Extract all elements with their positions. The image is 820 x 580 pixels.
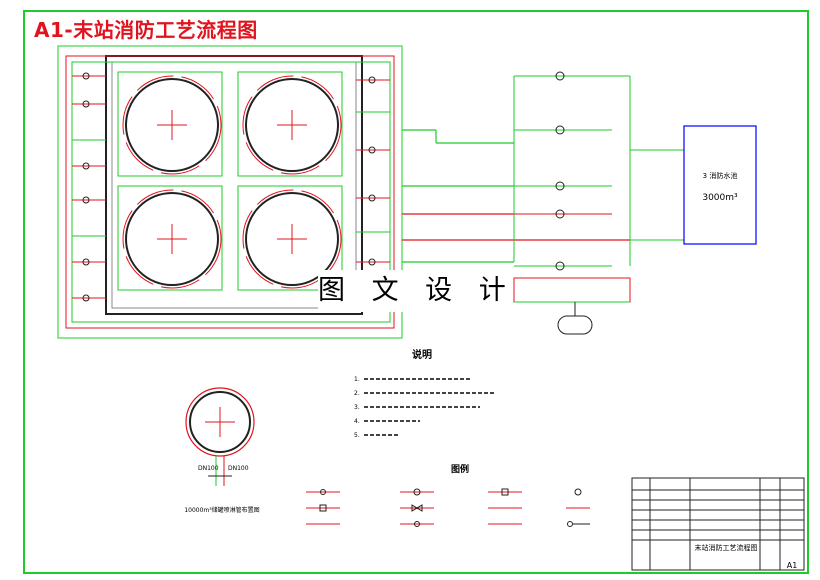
note-item-2: 2. (354, 390, 360, 397)
drawing-name: 末站消防工艺流程图 (695, 543, 758, 552)
storage-tank-3 (117, 185, 223, 291)
sprinkler-detail (185, 387, 255, 486)
note-item-3: 3. (354, 404, 360, 411)
detail-caption: 10000m³储罐喷淋管布置图 (184, 506, 259, 514)
note-item-5: 5. (354, 432, 360, 439)
pump-group (513, 71, 684, 271)
main-headers (402, 129, 630, 263)
note-item-1: 1. (354, 376, 360, 383)
storage-tank-4 (237, 185, 343, 291)
storage-tank-2 (237, 71, 343, 177)
fire-water-pool-volume: 3000m³ (702, 193, 738, 203)
legend-symbols (306, 488, 590, 527)
detail-pipe-b: DN100 (228, 465, 249, 472)
note-item-4: 4. (354, 418, 360, 425)
drawing-frame (23, 10, 809, 574)
watermark-text: 图 文 设 计 (318, 270, 506, 312)
tank-farm-outer-frame (57, 45, 403, 339)
title-block (631, 477, 805, 571)
drawing-title: A1-末站消防工艺流程图 (34, 18, 258, 42)
right-valve-column (356, 76, 390, 266)
storage-tank-1 (117, 71, 223, 177)
legend-heading: 图例 (451, 463, 469, 475)
foam-ring-main (65, 55, 395, 329)
left-valve-column (72, 72, 106, 302)
fire-water-pool-label: 3 消防水池 (703, 171, 738, 180)
detail-pipe-a: DN100 (198, 465, 219, 472)
foam-tank-assembly (513, 277, 631, 335)
notes-list: 1. 2. 3. 4. 5. (354, 376, 494, 439)
sheet-number: A1 (787, 561, 798, 570)
fire-water-pool (683, 125, 757, 245)
notes-heading: 说明 (412, 348, 432, 361)
